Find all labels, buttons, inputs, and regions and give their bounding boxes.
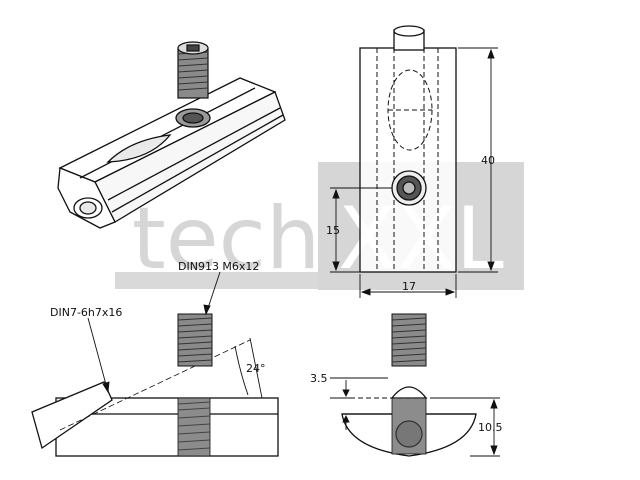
iso-pin-slot — [106, 134, 172, 163]
end-view — [341, 386, 477, 457]
watermark-left-text: tech — [132, 189, 320, 289]
side-view — [31, 339, 279, 457]
dim-top-offset: 3.5 — [310, 372, 328, 385]
dowel-pin-leader — [87, 317, 109, 393]
end-dimensions — [330, 377, 500, 457]
dim-end-height: 10.5 — [478, 421, 503, 434]
front-thread-hole-inner — [402, 181, 416, 195]
end-screw-threads — [391, 317, 427, 363]
dim-height: 40 — [481, 154, 495, 167]
side-pin-axis — [59, 339, 251, 431]
iso-end-hole-inner — [79, 201, 97, 215]
dowel-pin-callout: DIN7-6h7x16 — [50, 306, 122, 319]
front-view — [359, 25, 457, 273]
side-thread-section — [177, 397, 211, 457]
callout-leaders — [87, 271, 263, 399]
dim-width: 17 — [402, 280, 416, 293]
front-body — [359, 47, 457, 273]
set-screw-callout: DIN913 M6x12 — [178, 260, 259, 273]
iso-screw-hex — [186, 44, 200, 52]
iso-screw-body — [177, 47, 209, 99]
side-set-screw — [177, 313, 213, 367]
side-pin — [31, 381, 113, 450]
side-screw-body — [177, 313, 213, 367]
iso-thread-hole-inner — [182, 112, 204, 124]
front-hidden-lines — [376, 48, 439, 272]
watermark-bar — [115, 272, 325, 289]
front-pin-top — [393, 25, 425, 37]
dim-angle: 24° — [246, 362, 266, 375]
iso-groove-1 — [79, 87, 256, 179]
isometric-view — [57, 77, 286, 229]
end-view-screw — [391, 313, 427, 367]
side-thread-texture — [177, 401, 211, 451]
iso-groove-3 — [111, 114, 284, 213]
end-pin-dome — [390, 386, 428, 399]
iso-groove-2 — [107, 107, 281, 201]
front-dimensions — [330, 47, 498, 298]
end-thread-hole — [395, 420, 423, 448]
dim-hole-height: 15 — [326, 224, 340, 237]
side-screw-threads — [177, 317, 213, 363]
iso-set-screw — [177, 41, 209, 99]
end-screw-body — [391, 313, 427, 367]
